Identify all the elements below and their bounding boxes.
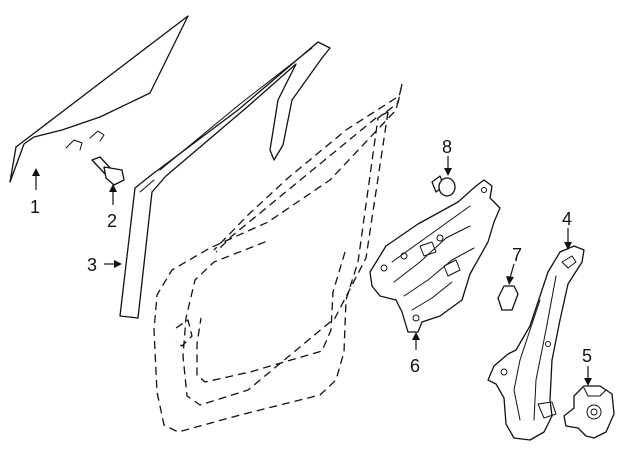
callout-3: 3 — [87, 255, 97, 275]
callout-4: 4 — [562, 209, 572, 229]
door-shell-outline — [153, 83, 403, 433]
callout-labels: 1 2 3 4 5 6 7 8 — [30, 137, 592, 376]
regulator-motor — [563, 385, 615, 439]
push-clip — [431, 175, 456, 197]
window-regulator — [487, 245, 585, 441]
callout-5: 5 — [582, 346, 592, 366]
regulator-mounting-panel — [369, 179, 501, 333]
glass-run-channel — [119, 41, 331, 319]
callout-8: 8 — [442, 137, 452, 157]
glass-bolt — [91, 156, 125, 186]
door-glass — [9, 15, 189, 183]
access-hole-plug — [497, 285, 519, 311]
callout-6: 6 — [410, 356, 420, 376]
callout-7: 7 — [512, 245, 522, 265]
callout-leaders — [32, 156, 592, 386]
callout-1: 1 — [30, 197, 40, 217]
callout-2: 2 — [107, 211, 117, 231]
